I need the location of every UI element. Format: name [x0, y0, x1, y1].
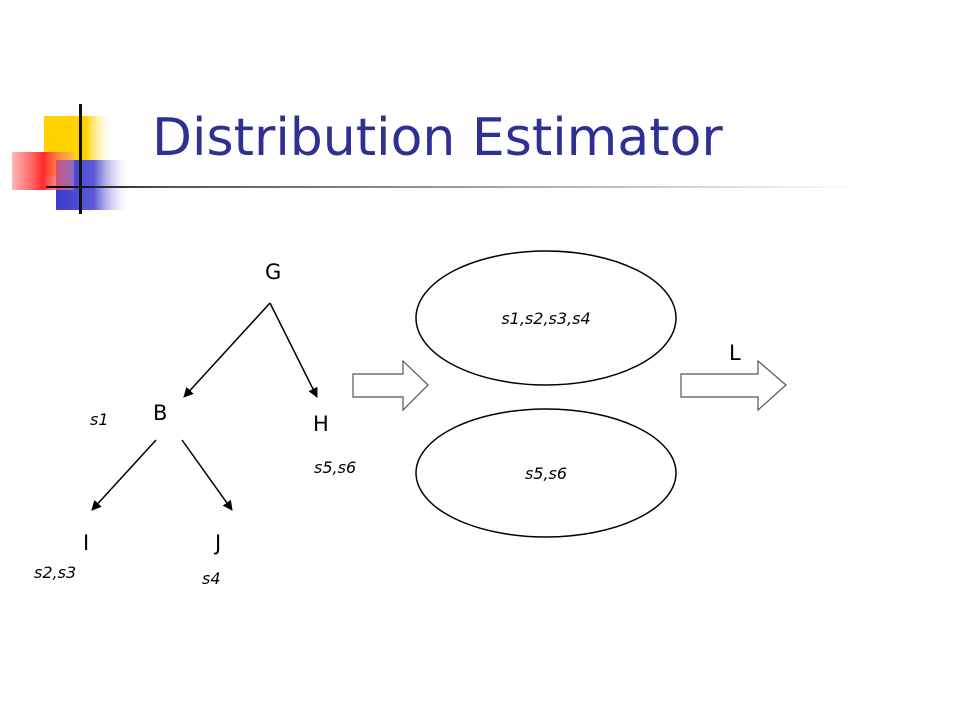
- node-b-set-label: s1: [90, 410, 109, 429]
- edge-g-b: [183, 302, 271, 398]
- node-g-label: G: [265, 260, 281, 284]
- node-i-set-label: s2,s3: [34, 563, 76, 582]
- deco-red-block: [12, 152, 74, 190]
- deco-vertical-line: [79, 104, 82, 214]
- node-i-label: I: [83, 531, 89, 555]
- block-arrow-to-clusters: [352, 359, 429, 412]
- node-h-label: H: [313, 412, 329, 436]
- cluster-ellipse-1: [415, 250, 677, 386]
- cluster-2-label: s5,s6: [525, 464, 567, 483]
- edge-g-h: [269, 302, 318, 398]
- node-j-set-label: s4: [202, 569, 221, 588]
- node-h-set-label: s5,s6: [314, 458, 356, 477]
- edge-b-i: [91, 439, 157, 511]
- edge-b-j: [181, 439, 233, 511]
- deco-horizontal-line: [46, 186, 866, 188]
- page-title: Distribution Estimator: [152, 108, 723, 168]
- cluster-1-label: s1,s2,s3,s4: [501, 309, 590, 328]
- output-label: L: [729, 341, 741, 365]
- node-j-label: J: [213, 531, 221, 555]
- block-arrow-to-output: [680, 359, 787, 412]
- node-b-label: B: [153, 401, 167, 425]
- cluster-ellipse-2: [415, 408, 677, 538]
